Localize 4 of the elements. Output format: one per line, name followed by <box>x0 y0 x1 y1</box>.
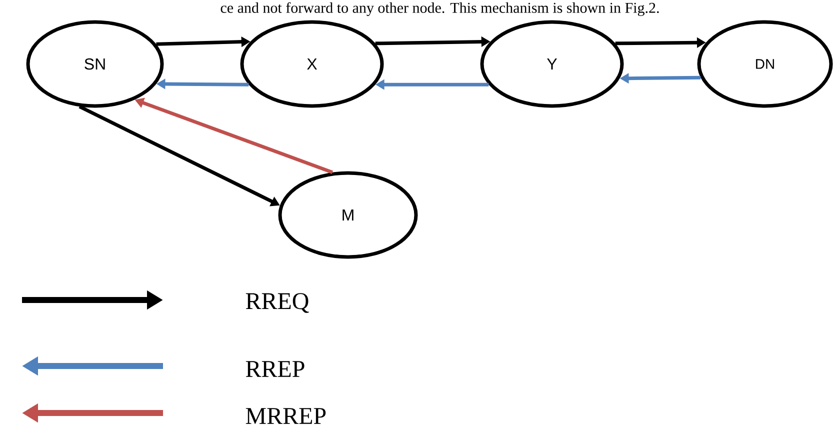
caption-text: ce and not forward to any other node. This mechanism is shown in Fig.2. <box>220 2 659 16</box>
legend-label: MRREP <box>246 408 326 424</box>
legend-label: RREQ <box>246 293 309 313</box>
legend-label: RREP <box>246 361 304 377</box>
